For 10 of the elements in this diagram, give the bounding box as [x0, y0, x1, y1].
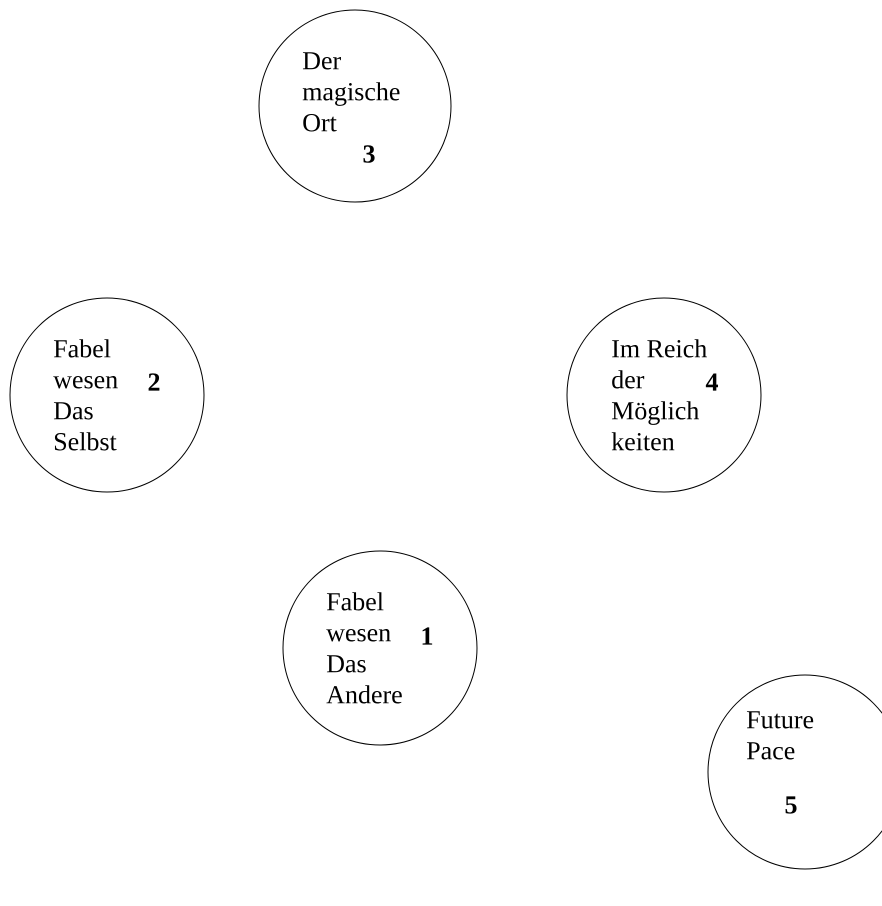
node-label: Future Pace: [746, 711, 814, 760]
node-label: Fabel wesen Das Selbst: [53, 339, 118, 450]
node-label: Fabel wesen Das Andere: [326, 592, 402, 704]
node-number: 5: [786, 796, 797, 814]
node-label: Im Reich der Möglich keiten: [612, 339, 707, 450]
node-number: 3: [363, 145, 375, 163]
node-number: 1: [422, 627, 432, 645]
node-label: Der magische Ort: [302, 52, 400, 132]
node-number: 4: [706, 373, 718, 391]
node-number: 2: [148, 373, 160, 391]
